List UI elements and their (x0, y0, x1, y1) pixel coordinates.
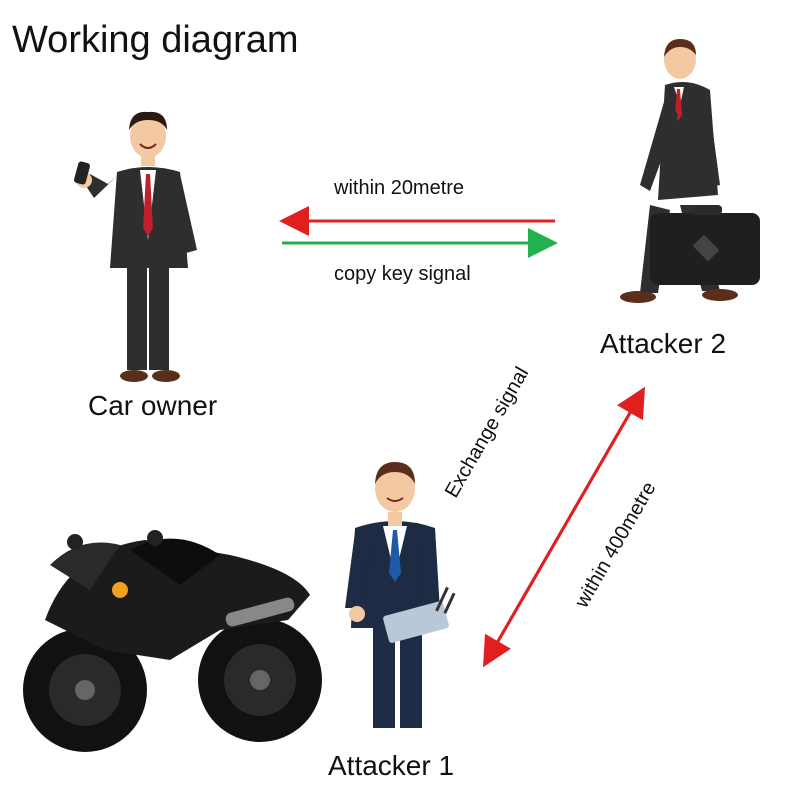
within-20metre-label: within 20metre (334, 177, 465, 199)
diagram-title: Working diagram (12, 19, 299, 61)
car-owner-label: Car owner (88, 390, 218, 421)
copy-key-signal-label: copy key signal (334, 263, 471, 285)
car-owner-figure (74, 111, 197, 382)
attacker-1-figure (345, 462, 456, 728)
motorcycle-image (23, 530, 322, 752)
attacker-2-label: Attacker 2 (600, 328, 727, 359)
attacker-2-figure (620, 39, 760, 303)
red-diagonal-arrow (482, 386, 646, 668)
attacker-1-label: Attacker 1 (328, 750, 455, 781)
